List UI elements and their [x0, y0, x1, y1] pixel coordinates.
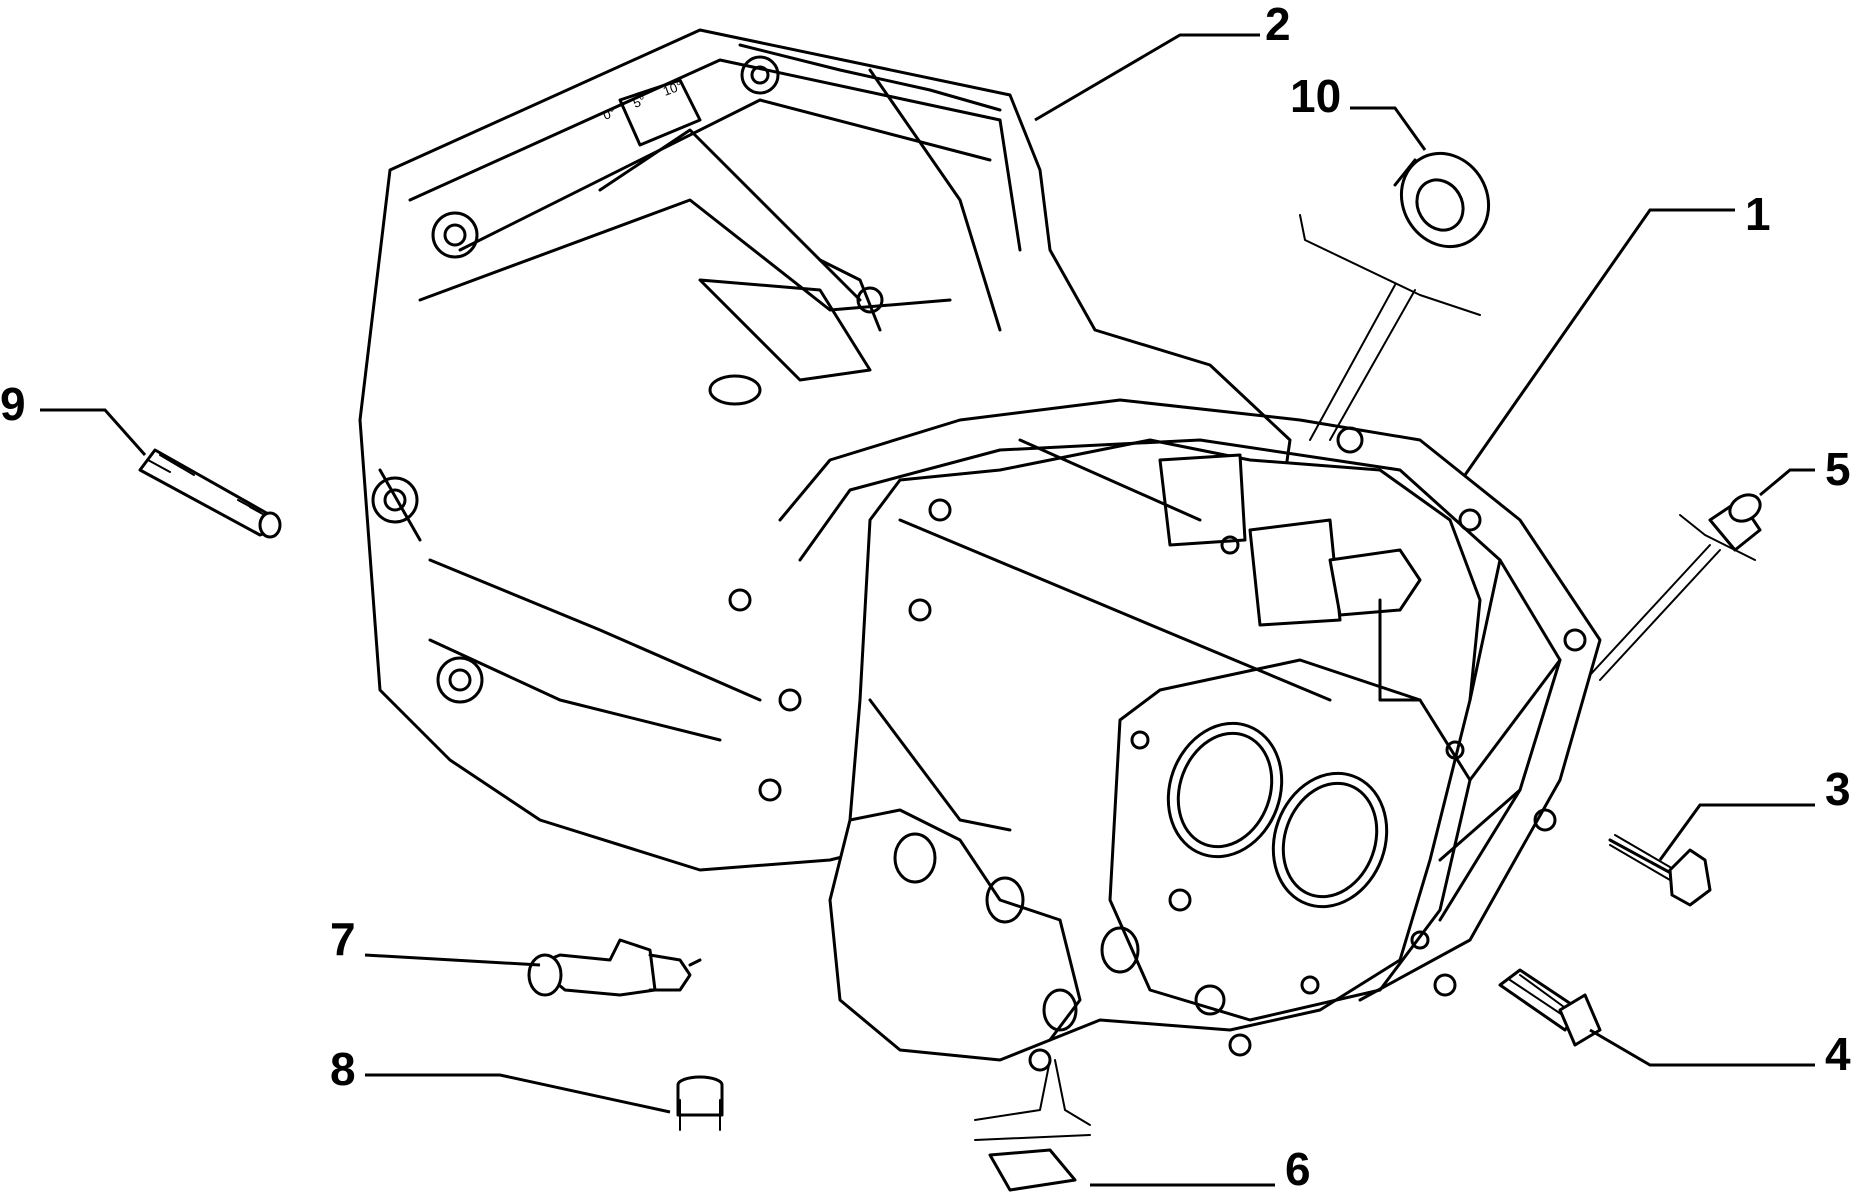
callout-3: 3: [1825, 763, 1851, 815]
timing-mark-10: 10°: [661, 78, 685, 99]
callout-8: 8: [330, 1043, 356, 1095]
leader-lines: [40, 33, 1815, 1187]
callout-6: 6: [1285, 1143, 1311, 1194]
reverse-light-switch: [527, 938, 702, 997]
gearbox-casing: [728, 398, 1602, 1072]
callout-1: 1: [1745, 188, 1771, 240]
callout-9: 9: [0, 378, 26, 430]
stud-bolt: [1498, 968, 1602, 1047]
dowel-bush: [1708, 493, 1762, 552]
timing-mark-0: 0°: [601, 104, 618, 122]
callout-4: 4: [1825, 1028, 1851, 1080]
threaded-stud: [138, 448, 282, 539]
callout-7: 7: [330, 913, 356, 965]
gasket-pad: [974, 1134, 1091, 1192]
oil-seal-ring: [1393, 151, 1491, 249]
callout-2: 2: [1265, 0, 1291, 50]
hex-bolt: [1608, 834, 1712, 907]
callout-10: 10: [1290, 70, 1341, 122]
callout-5: 5: [1825, 443, 1851, 495]
drain-plug: [676, 1075, 724, 1131]
timing-mark-5: 5°: [631, 92, 648, 110]
